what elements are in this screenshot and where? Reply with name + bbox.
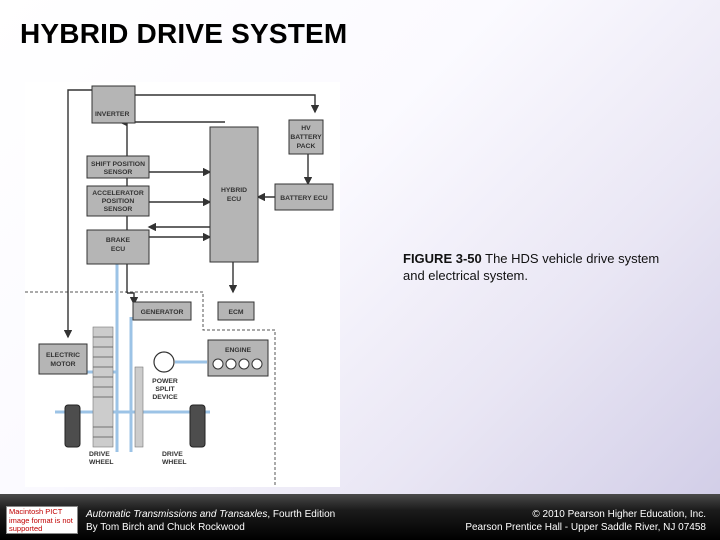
brake-ecu-label-1: BRAKE <box>106 237 131 244</box>
drive-wheel-right-label-2: WHEEL <box>162 459 187 466</box>
figure-caption-text: The HDS vehicle drive system and electri… <box>403 251 660 283</box>
figure-caption: FIGURE 3-50 The HDS vehicle drive system… <box>403 250 663 284</box>
hv-battery-label-3: PACK <box>297 143 316 150</box>
inverter-label: INVERTER <box>95 111 129 118</box>
figure-label: FIGURE 3-50 <box>403 251 482 266</box>
electric-motor-label-1: ELECTRIC <box>46 352 80 359</box>
shift-sensor-label-2: SENSOR <box>104 169 133 176</box>
engine-label: ENGINE <box>225 347 252 354</box>
copyright: © 2010 Pearson Higher Education, Inc. <box>532 509 706 520</box>
brake-ecu-label-2: ECU <box>111 246 125 253</box>
book-title: Automatic Transmissions and Transaxles <box>86 509 268 520</box>
power-split-label-2: SPLIT <box>155 386 175 393</box>
hybrid-drive-diagram: INVERTER HV BATTERY PACK SHIFT POSITION … <box>25 82 340 487</box>
ecm-label: ECM <box>228 309 243 316</box>
drive-wheel-left-label-1: DRIVE <box>89 451 110 458</box>
accelerator-sensor-label-1: ACCELERATOR <box>92 190 144 197</box>
book-authors: By Tom Birch and Chuck Rockwood <box>86 522 245 533</box>
footer-bar <box>0 494 720 540</box>
publisher: Pearson Prentice Hall - Upper Saddle Riv… <box>465 522 706 533</box>
drive-wheel-left-label-2: WHEEL <box>89 459 114 466</box>
power-split-label-1: POWER <box>152 378 178 385</box>
hybrid-ecu-label-1: HYBRID <box>221 187 247 194</box>
footer-book-info: Automatic Transmissions and Transaxles, … <box>86 508 335 534</box>
electric-motor-label-2: MOTOR <box>50 361 75 368</box>
hv-battery-label-2: BATTERY <box>290 134 322 141</box>
footer-publisher-info: © 2010 Pearson Higher Education, Inc. Pe… <box>465 508 706 534</box>
shift-sensor-label-1: SHIFT POSITION <box>91 161 145 168</box>
generator-label: GENERATOR <box>141 309 184 316</box>
accelerator-sensor-label-2: POSITION <box>102 198 135 205</box>
hybrid-ecu-label-2: ECU <box>227 196 241 203</box>
hv-battery-label-1: HV <box>301 125 311 132</box>
unsupported-image-badge: Macintosh PICT image format is not suppo… <box>6 506 78 534</box>
power-split-label-3: DEVICE <box>152 394 178 401</box>
drive-wheel-right-label-1: DRIVE <box>162 451 183 458</box>
accelerator-sensor-label-3: SENSOR <box>104 206 133 213</box>
battery-ecu-label: BATTERY ECU <box>280 195 328 202</box>
slide-title: HYBRID DRIVE SYSTEM <box>20 18 348 49</box>
book-edition: , Fourth Edition <box>267 509 336 520</box>
